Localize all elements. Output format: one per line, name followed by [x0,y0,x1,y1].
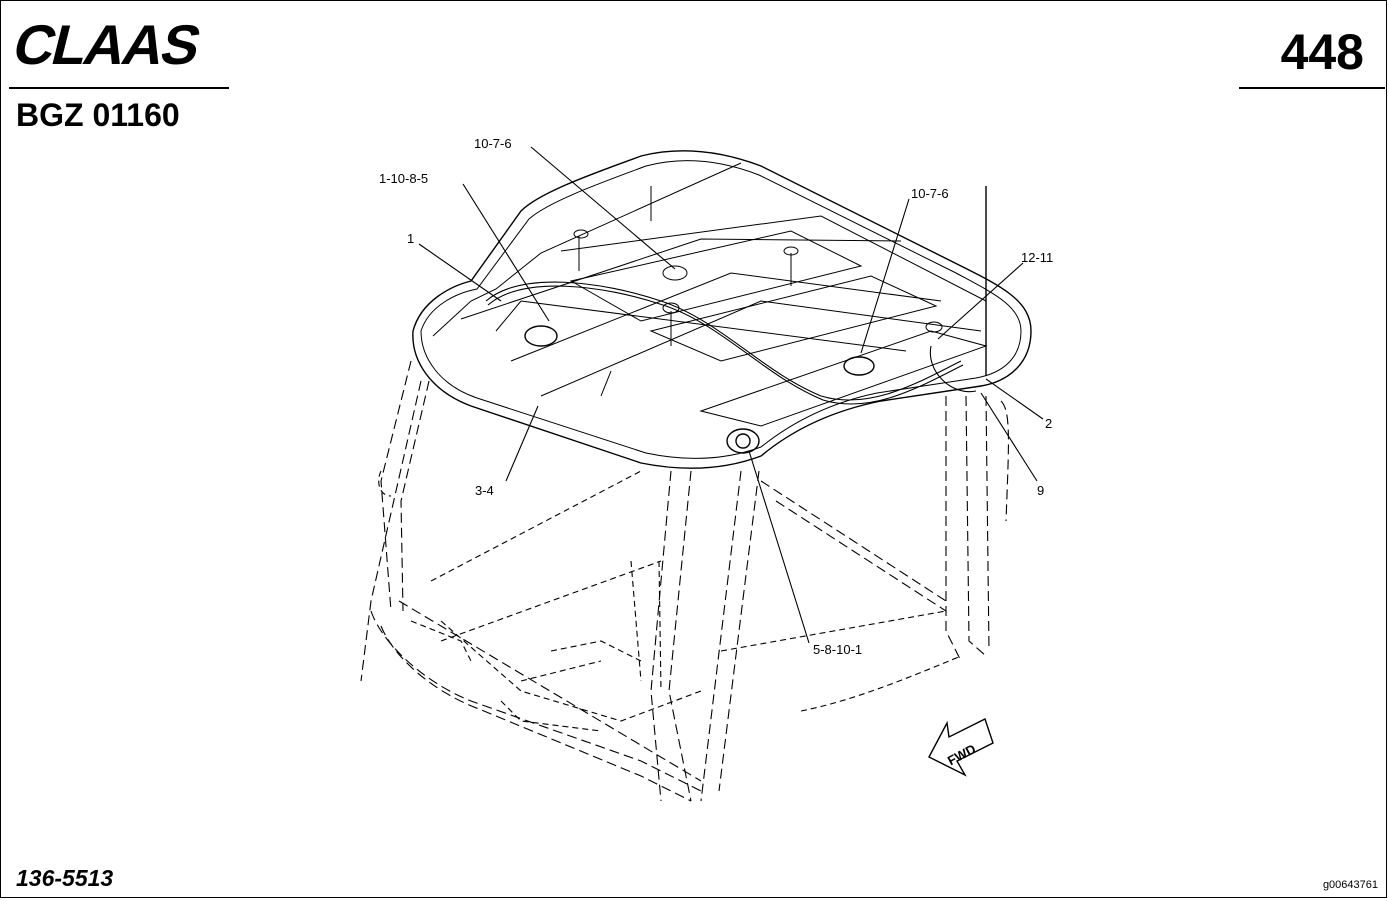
callout-2: 2 [1045,416,1052,431]
logo-divider [9,87,229,89]
callout-12-11: 12-11 [1021,250,1053,265]
fwd-arrow-icon: FWD [928,718,994,777]
claas-logo-text: CLAAS [9,15,206,71]
leader-lines [418,146,1044,644]
callout-1-10-8-5: 1-10-8-5 [379,171,428,186]
callout-10-7-6-right: 10-7-6 [911,186,949,201]
callout-10-7-6-top: 10-7-6 [474,136,512,151]
callout-3-4: 3-4 [475,483,494,498]
callout-9: 9 [1037,483,1044,498]
callout-5-8-10-1: 5-8-10-1 [813,642,862,657]
cab-frame [360,360,1009,802]
claas-logo: CLAAS [7,13,231,77]
page-number: 448 [1280,24,1364,80]
fwd-label: FWD [945,741,978,768]
page-number-divider [1239,87,1385,89]
claas-logo-mark: CLAAS [7,15,206,77]
part-number: 136-5513 [16,865,114,891]
roof-assembly [412,150,1032,470]
callout-1: 1 [407,231,414,246]
image-id: g00643761 [1322,879,1378,891]
drawing-code: BGZ 01160 [16,97,180,133]
